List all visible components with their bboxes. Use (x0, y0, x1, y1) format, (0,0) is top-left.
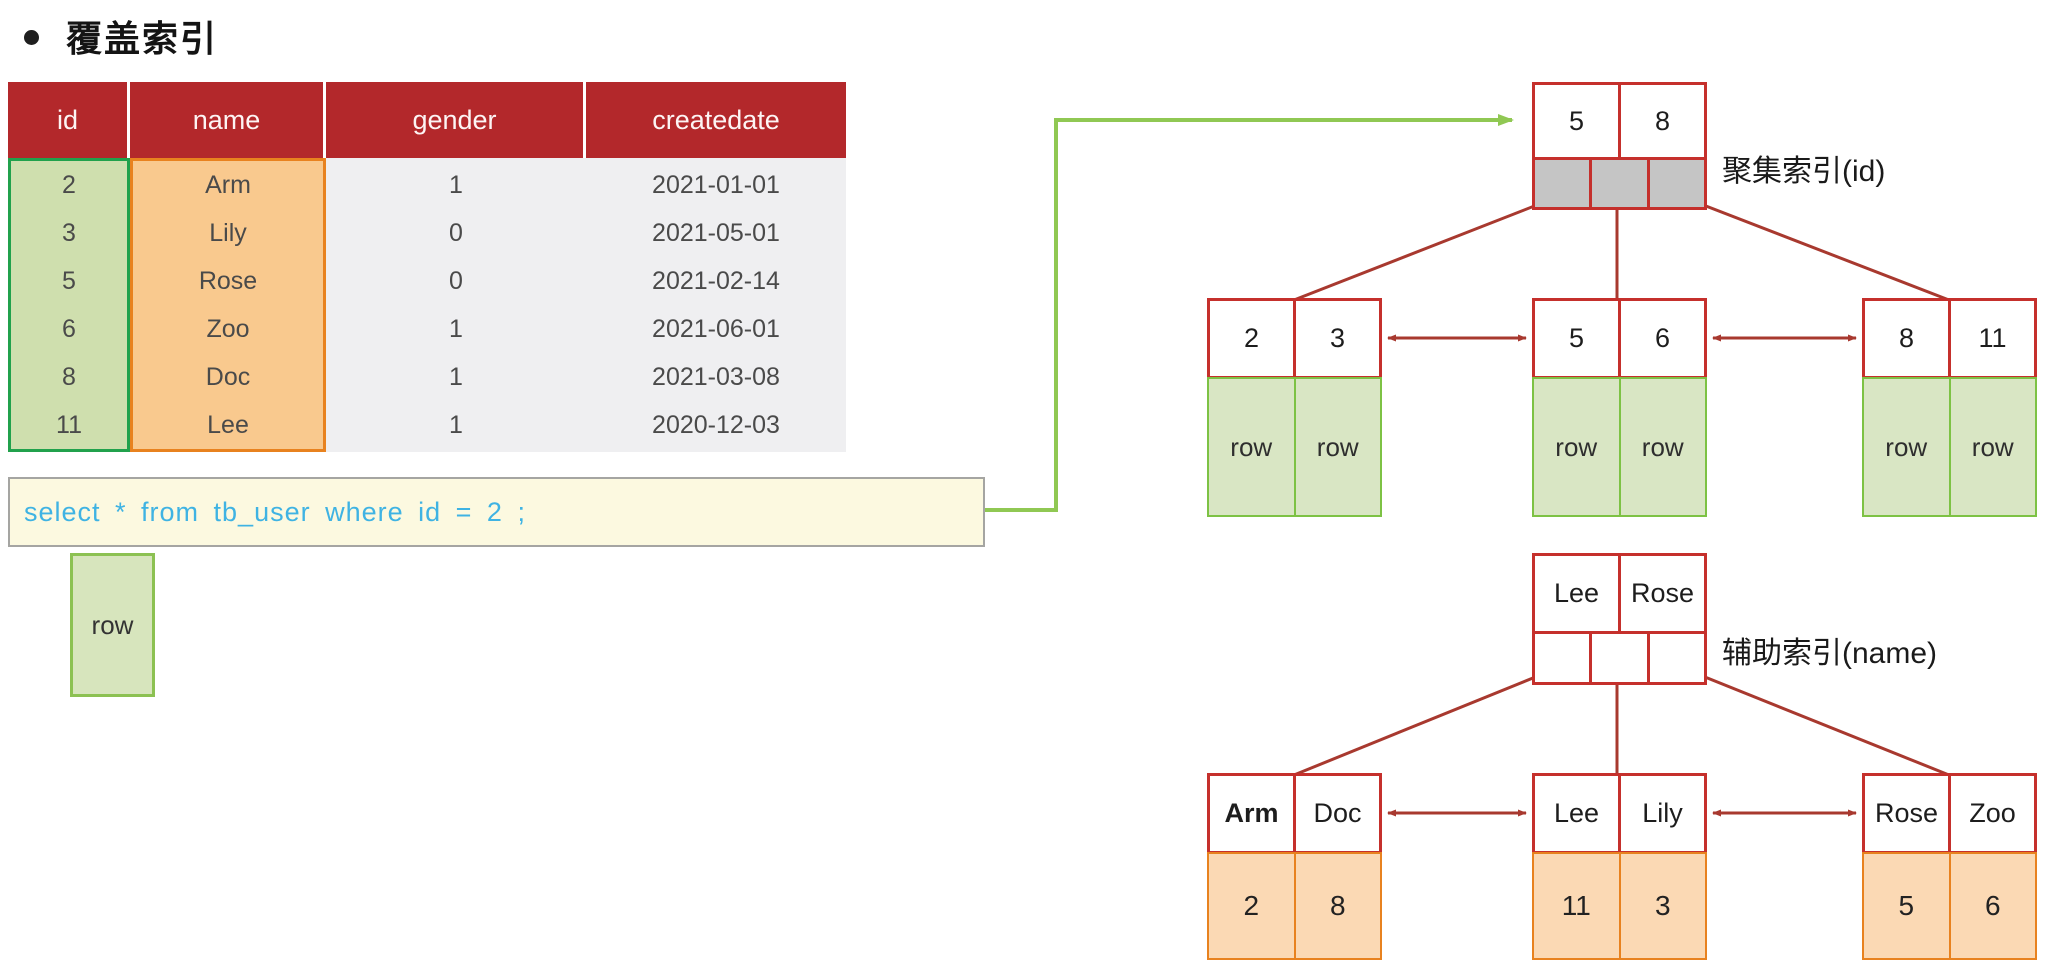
root-key-cell: Lee (1535, 556, 1618, 631)
sql-query-box: select * from tb_user where id = 2 ; (8, 477, 985, 547)
leaf-row-cell: row (1534, 379, 1619, 515)
createdate-cell: 2021-03-08 (652, 362, 780, 391)
createdate-cell: 2021-01-01 (652, 170, 780, 199)
bullet-icon (24, 30, 39, 45)
leaf-key-cell: 5 (1535, 301, 1618, 376)
header-cell-name: name (130, 82, 326, 158)
leaf-id-cell: 8 (1295, 854, 1380, 958)
header-cell-createdate: createdate (586, 82, 846, 158)
name-cell: Lee (207, 410, 249, 439)
id-cell: 3 (62, 218, 76, 247)
leaf-key-cell: 2 (1210, 301, 1293, 376)
leaf-row-cell: row (1620, 379, 1705, 515)
secondary-leaf-ids: 2 8 (1207, 852, 1382, 960)
standalone-row-box: row (70, 553, 155, 697)
user-table-body: 2 3 5 6 8 11 Arm Lily Rose Zoo Doc Lee 1… (8, 158, 846, 452)
gender-column: 1 0 0 1 1 1 (326, 158, 586, 452)
leaf-key-cell: 6 (1621, 301, 1704, 376)
root-key-cell: Rose (1621, 556, 1704, 631)
secondary-leaf-keys: Arm Doc (1207, 773, 1382, 854)
leaf-id-cell: 6 (1950, 854, 2035, 958)
gender-cell: 1 (449, 170, 463, 199)
gender-cell: 1 (449, 314, 463, 343)
root-key-cell: 5 (1535, 85, 1618, 157)
clustered-root-pointers (1532, 157, 1707, 210)
createdate-column: 2021-01-01 2021-05-01 2021-02-14 2021-06… (586, 158, 846, 452)
leaf-row-cell: row (1209, 379, 1294, 515)
leaf-key-cell: 11 (1951, 301, 2034, 376)
createdate-cell: 2021-02-14 (652, 266, 780, 295)
leaf-key-cell: 8 (1865, 301, 1948, 376)
leaf-id-cell: 2 (1209, 854, 1294, 958)
user-table-header: id name gender createdate (8, 82, 846, 158)
clustered-index-label: 聚集索引(id) (1722, 155, 1886, 188)
secondary-leaf-ids: 5 6 (1862, 852, 2037, 960)
pointer-cell (1649, 160, 1704, 207)
name-cell: Doc (205, 362, 251, 391)
clustered-leaf-rows: row row (1207, 377, 1382, 517)
header-cell-id: id (8, 82, 130, 158)
secondary-leaf-ids: 11 3 (1532, 852, 1707, 960)
secondary-leaf-keys: Rose Zoo (1862, 773, 2037, 854)
pointer-cell (1649, 634, 1704, 682)
pointer-cell (1592, 634, 1647, 682)
name-cell: Lily (209, 218, 247, 247)
id-cell: 11 (56, 410, 82, 439)
gender-cell: 0 (449, 218, 463, 247)
secondary-root-pointers (1532, 631, 1707, 685)
clustered-root-keys: 5 8 (1532, 82, 1707, 160)
id-cell: 8 (62, 362, 76, 391)
leaf-key-cell: Lily (1621, 776, 1704, 851)
clustered-leaf-keys: 8 11 (1862, 298, 2037, 379)
id-cell: 6 (62, 314, 76, 343)
gender-cell: 1 (449, 410, 463, 439)
createdate-cell: 2020-12-03 (652, 410, 780, 439)
leaf-row-cell: row (1864, 379, 1949, 515)
name-cell: Zoo (206, 314, 250, 343)
name-column-highlight: Arm Lily Rose Zoo Doc Lee (130, 158, 326, 452)
leaf-id-cell: 11 (1534, 854, 1619, 958)
id-column-highlight: 2 3 5 6 8 11 (8, 158, 130, 452)
secondary-leaf-keys: Lee Lily (1532, 773, 1707, 854)
name-cell: Arm (205, 170, 251, 199)
pointer-cell (1592, 160, 1647, 207)
leaf-key-cell: Zoo (1951, 776, 2034, 851)
pointer-cell (1535, 160, 1590, 207)
header-cell-gender: gender (326, 82, 586, 158)
leaf-key-cell: Lee (1535, 776, 1618, 851)
leaf-id-cell: 5 (1864, 854, 1949, 958)
user-table: id name gender createdate 2 3 5 6 8 11 A… (8, 82, 846, 452)
pointer-cell (1535, 634, 1590, 682)
leaf-id-cell: 3 (1620, 854, 1705, 958)
clustered-leaf-rows: row row (1532, 377, 1707, 517)
id-cell: 2 (62, 170, 76, 199)
secondary-index-label: 辅助索引(name) (1722, 637, 1938, 670)
leaf-key-cell: Rose (1865, 776, 1948, 851)
createdate-cell: 2021-06-01 (652, 314, 780, 343)
name-cell: Rose (198, 266, 258, 295)
leaf-key-cell: Arm (1210, 776, 1293, 851)
leaf-row-cell: row (1295, 379, 1380, 515)
clustered-index-branch-lines (1293, 194, 1950, 302)
leaf-key-cell: 3 (1296, 301, 1379, 376)
leaf-row-cell: row (1950, 379, 2035, 515)
id-cell: 5 (62, 266, 76, 295)
sql-query-text: select * from tb_user where id = 2 ; (24, 496, 526, 527)
gender-cell: 0 (449, 266, 463, 295)
leaf-key-cell: Doc (1296, 776, 1379, 851)
clustered-leaf-keys: 5 6 (1532, 298, 1707, 379)
root-key-cell: 8 (1621, 85, 1704, 157)
clustered-leaf-keys: 2 3 (1207, 298, 1382, 379)
createdate-cell: 2021-05-01 (652, 218, 780, 247)
gender-cell: 1 (449, 362, 463, 391)
page-title: 覆盖索引 (66, 18, 219, 59)
secondary-root-keys: Lee Rose (1532, 553, 1707, 634)
clustered-leaf-rows: row row (1862, 377, 2037, 517)
